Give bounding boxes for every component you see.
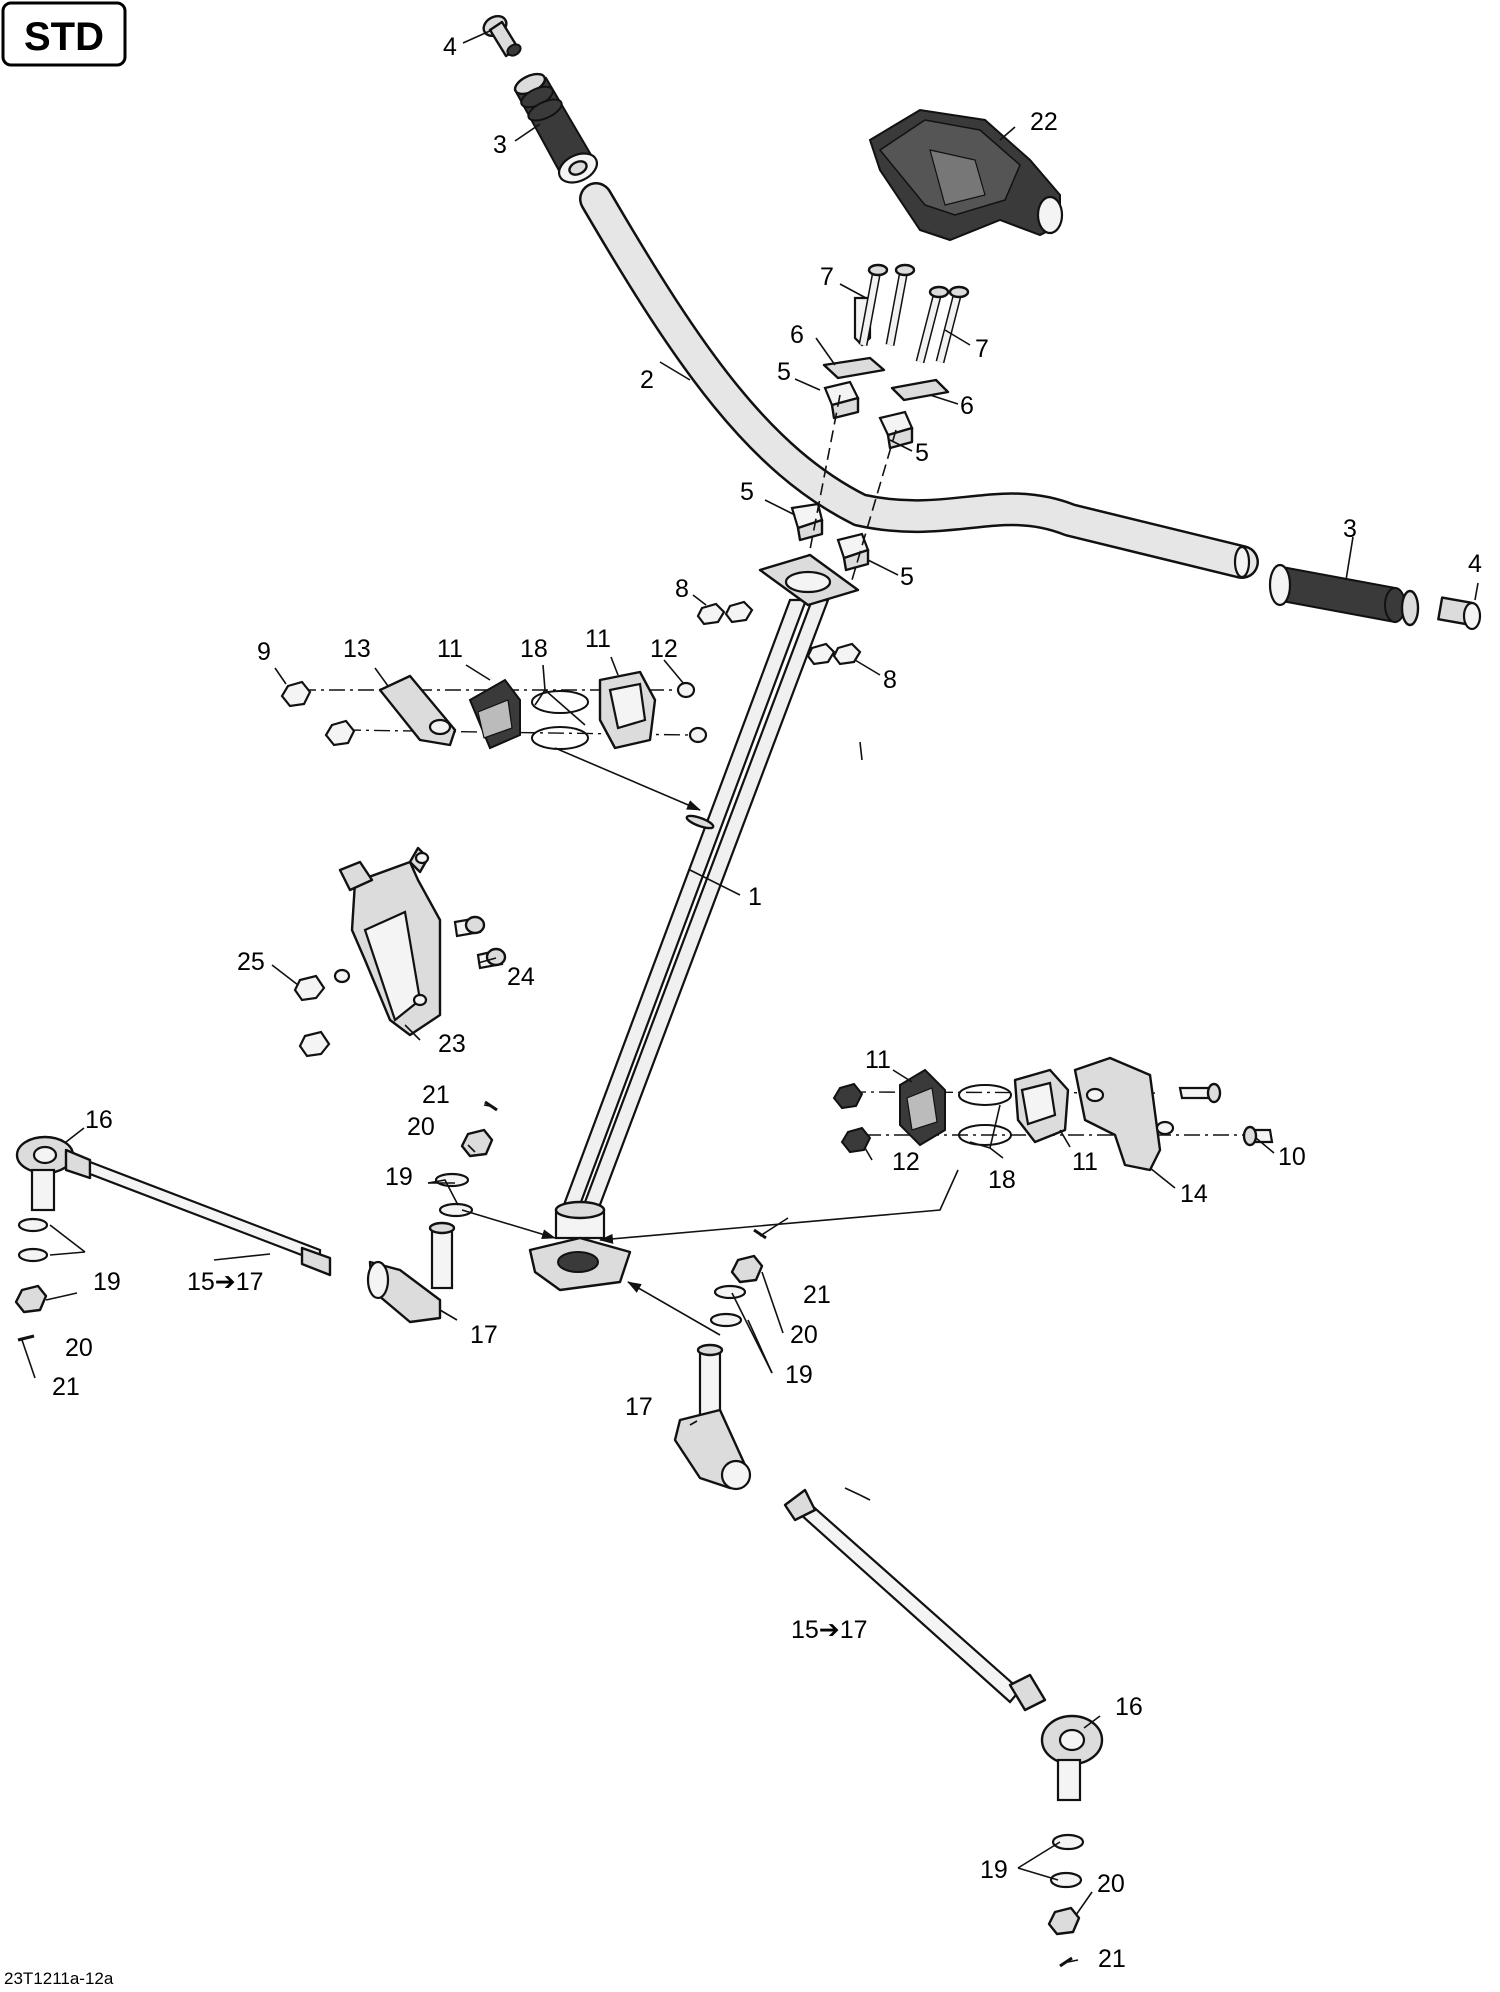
- callout-15-right: 15➔17: [791, 1616, 868, 1644]
- std-badge: STD: [1, 1, 127, 67]
- clamp-plates: [822, 356, 950, 402]
- callout-5-b: 5: [915, 439, 929, 467]
- steering-bracket: [293, 846, 507, 1058]
- callout-6-b: 6: [960, 392, 974, 420]
- callout-18-b: 18: [988, 1166, 1016, 1194]
- callout-21-d: 21: [1098, 1945, 1126, 1973]
- callout-5-d: 5: [900, 563, 914, 591]
- handlebar: [579, 182, 1259, 579]
- drawing-reference: 23T1211a-12a: [4, 1969, 114, 1988]
- callout-12-b: 12: [892, 1148, 920, 1176]
- callout-16-left: 16: [85, 1106, 113, 1134]
- callout-8-a: 8: [675, 575, 689, 603]
- callouts: 1 2 3 3 4 4 5 5 5 5 6 6 7 7 8 8 9 10 11 …: [52, 33, 1482, 1973]
- callout-25: 25: [237, 948, 265, 976]
- callout-23: 23: [438, 1030, 466, 1058]
- steering-column: [528, 553, 860, 1292]
- right-tie-rod: [673, 1228, 1104, 1968]
- callout-18-a: 18: [520, 635, 548, 663]
- right-grip: [1268, 563, 1420, 627]
- handlebar-cover: [868, 108, 1064, 242]
- callout-24: 24: [507, 963, 535, 991]
- left-grip: [513, 72, 599, 184]
- callout-11-c: 11: [865, 1046, 891, 1074]
- callout-19-d: 19: [980, 1856, 1008, 1884]
- callout-10: 10: [1278, 1143, 1306, 1171]
- callout-4-right: 4: [1468, 550, 1482, 578]
- callout-9: 9: [257, 638, 271, 666]
- callout-21-b: 21: [52, 1373, 80, 1401]
- callout-3-right: 3: [1343, 515, 1357, 543]
- callout-1: 1: [748, 883, 762, 911]
- callout-13: 13: [343, 635, 371, 663]
- callout-3-left: 3: [493, 131, 507, 159]
- right-end-plug: [1437, 596, 1482, 631]
- callout-7-a: 7: [820, 263, 834, 291]
- callout-2: 2: [640, 366, 654, 394]
- callout-19-b: 19: [93, 1268, 121, 1296]
- upper-clamps: [823, 380, 914, 450]
- callout-6-a: 6: [790, 321, 804, 349]
- clamp-alignment-lines: [807, 394, 897, 581]
- callout-17-right: 17: [625, 1393, 653, 1421]
- left-tie-rod: [14, 1100, 498, 1342]
- callout-16-right: 16: [1115, 1693, 1143, 1721]
- left-end-plug: [482, 14, 522, 58]
- callout-7-b: 7: [975, 335, 989, 363]
- std-badge-text: STD: [24, 15, 104, 59]
- column-plate-nuts: [696, 600, 862, 666]
- callout-5-a: 5: [777, 358, 791, 386]
- callout-15-left: 15➔17: [187, 1268, 264, 1296]
- callout-12-a: 12: [650, 635, 678, 663]
- callout-5-c: 5: [740, 478, 754, 506]
- callout-20-c: 20: [790, 1321, 818, 1349]
- callout-17-left: 17: [470, 1321, 498, 1349]
- callout-4-left: 4: [443, 33, 457, 61]
- callout-11-d: 11: [1072, 1148, 1098, 1176]
- callout-11-b: 11: [585, 625, 611, 653]
- callout-21-a: 21: [422, 1081, 450, 1109]
- callout-20-d: 20: [1097, 1870, 1125, 1898]
- clamp-bolts: [853, 263, 970, 364]
- callout-14: 14: [1180, 1180, 1208, 1208]
- callout-11-a: 11: [437, 635, 463, 663]
- callout-19-c: 19: [785, 1361, 813, 1389]
- lower-bearing-assembly: [832, 1056, 1274, 1172]
- callout-leaders: [21, 29, 1479, 1963]
- callout-19-a: 19: [385, 1163, 413, 1191]
- upper-bearing-assembly: [280, 670, 708, 750]
- callout-20-b: 20: [65, 1334, 93, 1362]
- callout-8-b: 8: [883, 666, 897, 694]
- callout-21-c: 21: [803, 1281, 831, 1309]
- callout-20-a: 20: [407, 1113, 435, 1141]
- assembly-arrows: [213, 747, 959, 1336]
- callout-22: 22: [1030, 108, 1058, 136]
